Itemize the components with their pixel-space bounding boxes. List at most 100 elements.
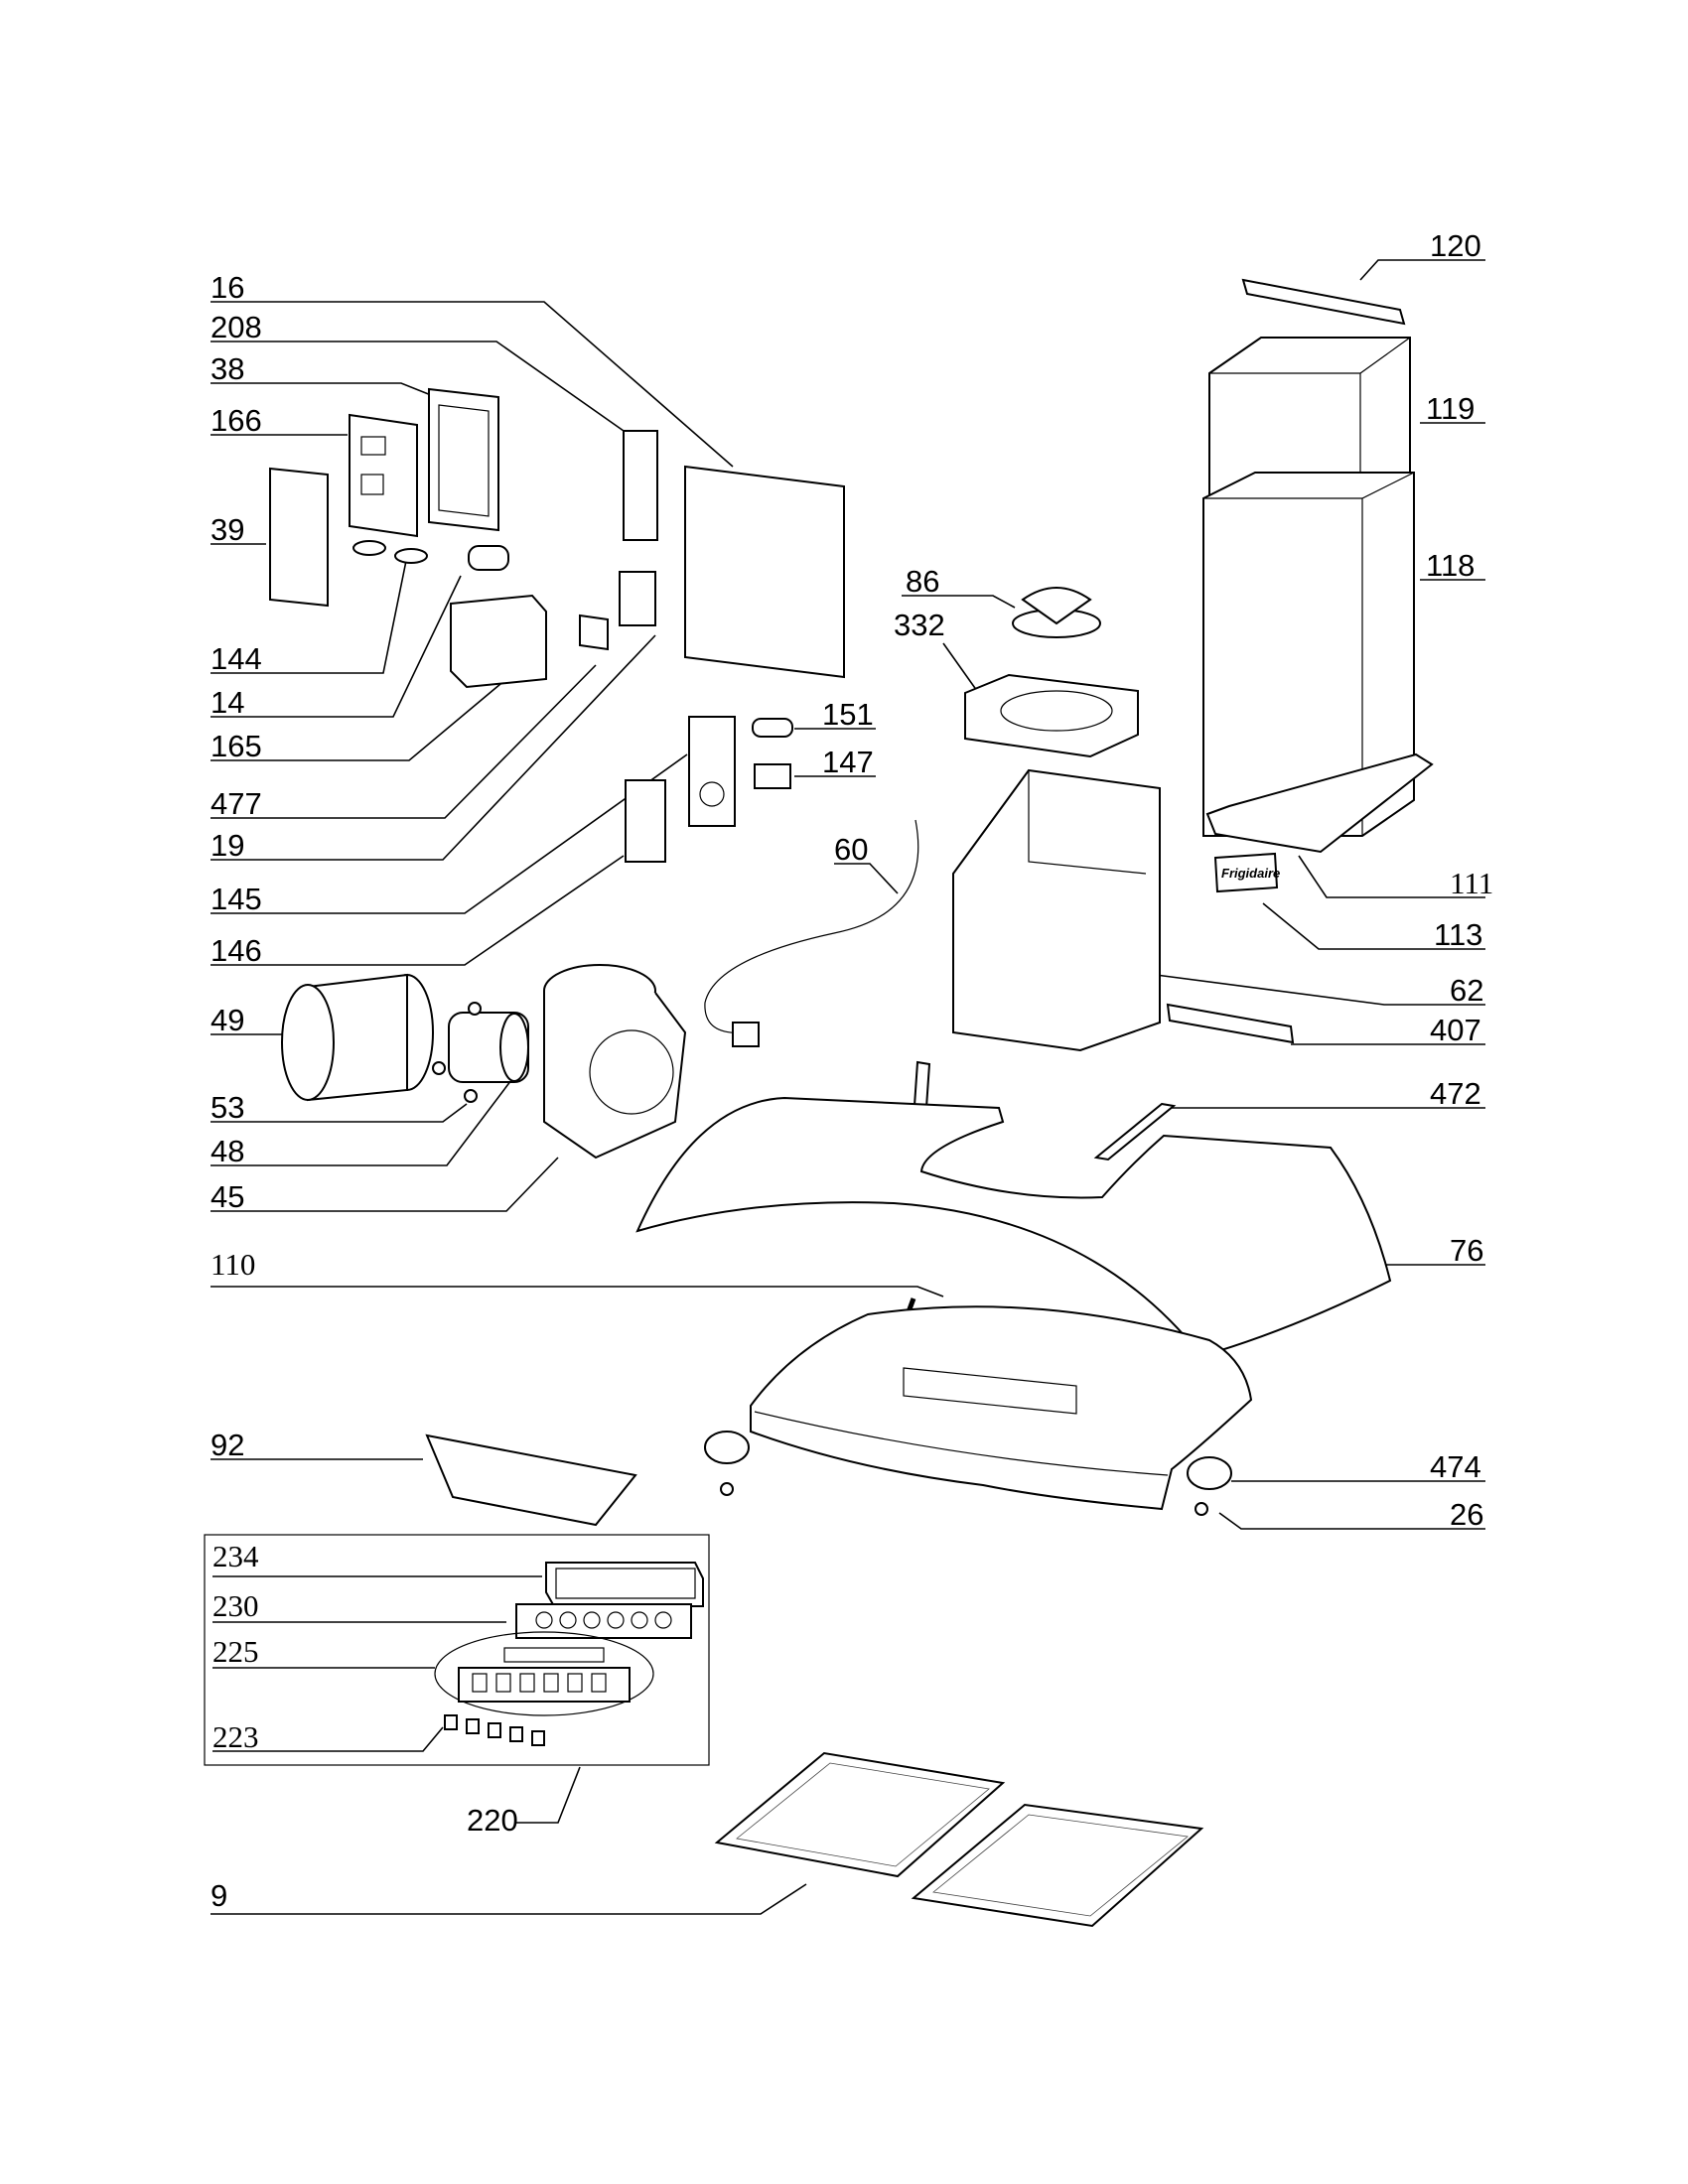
transformer-208 bbox=[623, 430, 658, 541]
label-220: 220 bbox=[467, 1803, 518, 1838]
bushing-48a bbox=[468, 1002, 482, 1016]
label-151: 151 bbox=[822, 697, 874, 732]
right-callouts: 120 119 118 86 332 151 147 60 111 113 62… bbox=[794, 228, 1493, 1532]
terminal-box-165 bbox=[450, 594, 547, 689]
bracket-407 bbox=[1166, 1003, 1295, 1044]
bulb-26b bbox=[1195, 1502, 1208, 1516]
label-165: 165 bbox=[211, 729, 262, 763]
label-92: 92 bbox=[211, 1428, 244, 1462]
label-119: 119 bbox=[1426, 391, 1475, 426]
housing-38-inner bbox=[438, 404, 490, 517]
blower-housing-45 bbox=[543, 991, 687, 1160]
grease-filter-left-mesh bbox=[736, 1762, 990, 1867]
grease-filters-9 bbox=[714, 1751, 1204, 1928]
grease-filter-right bbox=[911, 1803, 1204, 1928]
label-26: 26 bbox=[1450, 1497, 1483, 1532]
grease-filter-right-mesh bbox=[932, 1814, 1189, 1917]
leader-165 bbox=[211, 678, 507, 761]
label-230: 230 bbox=[212, 1588, 259, 1623]
switch-block-145 bbox=[688, 716, 736, 827]
bracket-472b bbox=[1093, 1102, 1177, 1161]
panel-230 bbox=[515, 1603, 692, 1639]
inner-frame-edges bbox=[1028, 770, 1147, 875]
inner-frame-62 bbox=[952, 768, 1161, 1052]
label-144: 144 bbox=[211, 641, 262, 676]
glass-canopy-76 bbox=[635, 1096, 1392, 1358]
leader-113 bbox=[1262, 902, 1485, 950]
label-472: 472 bbox=[1430, 1076, 1481, 1111]
cover-plate-39 bbox=[269, 467, 329, 608]
label-9: 9 bbox=[211, 1878, 227, 1913]
hood-body bbox=[750, 1305, 1253, 1511]
left-callouts: 16 208 38 166 39 144 14 165 477 19 145 1… bbox=[211, 270, 944, 1915]
label-48: 48 bbox=[211, 1134, 244, 1168]
label-38: 38 bbox=[211, 351, 244, 386]
housing-38 bbox=[428, 387, 499, 532]
leader-145 bbox=[211, 753, 688, 914]
connector-151 bbox=[752, 718, 793, 738]
label-234: 234 bbox=[212, 1539, 259, 1573]
leader-146 bbox=[211, 855, 625, 966]
kit-box-frame bbox=[204, 1534, 710, 1766]
label-474: 474 bbox=[1430, 1449, 1481, 1484]
leader-16 bbox=[211, 301, 734, 468]
leader-223 bbox=[212, 1726, 444, 1752]
switch-block-dial bbox=[699, 781, 725, 807]
bushing-48c bbox=[464, 1089, 478, 1103]
leader-477 bbox=[211, 664, 597, 819]
canopy-group bbox=[425, 768, 1392, 1527]
label-60: 60 bbox=[834, 832, 868, 867]
clip-144b bbox=[394, 548, 428, 564]
bulb-26a bbox=[720, 1482, 734, 1496]
leader-14 bbox=[211, 575, 462, 718]
panel-230-holes bbox=[535, 1611, 672, 1629]
brand-plate-text: Frigidaire bbox=[1221, 866, 1280, 881]
label-45: 45 bbox=[211, 1179, 244, 1214]
label-53: 53 bbox=[211, 1090, 244, 1125]
control-kit-box: 234 230 225 223 22 bbox=[204, 1534, 710, 1838]
leader-38 bbox=[211, 382, 432, 396]
clip-477 bbox=[579, 614, 609, 651]
label-111: 111 bbox=[1450, 866, 1493, 900]
label-86: 86 bbox=[906, 564, 939, 599]
label-477: 477 bbox=[211, 786, 262, 821]
label-39: 39 bbox=[211, 512, 244, 547]
label-223: 223 bbox=[212, 1719, 259, 1754]
brand-plate-113 bbox=[1213, 852, 1279, 893]
label-146: 146 bbox=[211, 933, 262, 968]
label-110: 110 bbox=[211, 1247, 255, 1282]
label-118: 118 bbox=[1426, 548, 1475, 583]
leader-26 bbox=[1218, 1512, 1485, 1530]
label-147: 147 bbox=[822, 745, 874, 779]
label-76: 76 bbox=[1450, 1233, 1483, 1268]
label-62: 62 bbox=[1450, 973, 1483, 1008]
pcb-transformer bbox=[360, 474, 384, 495]
clip-144a bbox=[352, 540, 386, 556]
leader-86 bbox=[902, 595, 1016, 609]
push-buttons-223 bbox=[444, 1714, 545, 1746]
leader-9 bbox=[211, 1883, 807, 1915]
hood-body-opening bbox=[903, 1367, 1077, 1415]
hood-body-edge bbox=[754, 1411, 1169, 1476]
leader-60 bbox=[834, 863, 899, 894]
lamp-holder-474a bbox=[704, 1431, 750, 1464]
label-16: 16 bbox=[211, 270, 244, 305]
leader-332 bbox=[942, 642, 978, 692]
leader-208 bbox=[211, 341, 625, 432]
label-166: 166 bbox=[211, 403, 262, 438]
grease-filter-left bbox=[714, 1751, 1006, 1878]
label-49: 49 bbox=[211, 1003, 244, 1037]
pcb-relay bbox=[360, 436, 386, 456]
leader-19 bbox=[211, 634, 656, 861]
label-14: 14 bbox=[211, 685, 244, 720]
leader-62 bbox=[1155, 974, 1485, 1006]
leader-144 bbox=[211, 555, 408, 674]
lamp-holder-474b bbox=[1187, 1456, 1232, 1490]
pcb-switches bbox=[472, 1647, 607, 1693]
label-113: 113 bbox=[1434, 917, 1482, 952]
clip-19 bbox=[619, 571, 656, 626]
component-146 bbox=[625, 779, 666, 863]
leader-120 bbox=[1359, 259, 1485, 281]
label-208: 208 bbox=[211, 310, 262, 344]
